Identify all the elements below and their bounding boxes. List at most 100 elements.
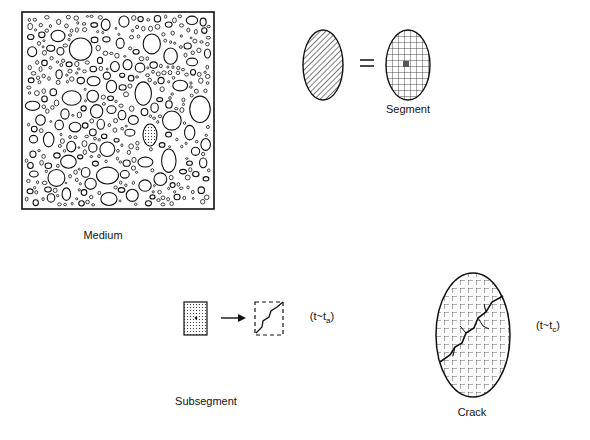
grain	[187, 186, 189, 189]
grain	[158, 115, 162, 118]
grain	[96, 45, 100, 50]
grain	[180, 169, 187, 174]
grain	[162, 71, 166, 75]
grain	[159, 64, 162, 67]
grain	[119, 104, 123, 107]
grain	[164, 39, 167, 42]
grain	[103, 37, 110, 42]
subscript: a	[326, 316, 330, 325]
grain	[171, 31, 174, 35]
grain	[89, 129, 96, 136]
grain	[40, 160, 44, 165]
subscript: c	[552, 325, 556, 334]
grain	[119, 161, 122, 163]
grain	[129, 47, 132, 50]
grain	[174, 42, 176, 44]
grain	[51, 106, 55, 110]
grain	[118, 33, 120, 35]
grain	[48, 169, 65, 186]
grain	[25, 159, 28, 162]
label: )	[330, 310, 334, 322]
label: (t~t	[536, 319, 552, 331]
grain	[158, 190, 162, 194]
grain	[179, 24, 183, 27]
grain	[200, 41, 203, 43]
grain	[82, 123, 88, 128]
grain	[39, 129, 43, 133]
grain	[38, 81, 41, 84]
grain	[83, 150, 86, 155]
grain	[117, 149, 120, 152]
grain	[91, 105, 103, 118]
grain	[154, 173, 167, 186]
grain	[115, 27, 117, 29]
grain	[66, 15, 70, 18]
grain	[85, 61, 89, 64]
grain	[114, 186, 117, 189]
grain	[100, 142, 115, 156]
grain	[39, 32, 45, 38]
grain	[87, 90, 98, 102]
grain	[152, 191, 154, 193]
grain	[78, 189, 80, 191]
grain	[36, 76, 39, 79]
grain	[185, 175, 190, 180]
grain	[190, 96, 210, 122]
grain	[105, 160, 107, 163]
crack-line	[256, 302, 283, 333]
grain	[187, 28, 190, 32]
grain	[60, 139, 64, 144]
grain	[85, 100, 87, 102]
grain	[169, 175, 173, 179]
grain	[130, 35, 134, 39]
grain	[113, 128, 117, 132]
grain	[123, 60, 132, 70]
grain	[129, 144, 134, 149]
grain	[61, 155, 77, 168]
grain	[168, 81, 170, 83]
grain	[78, 147, 80, 149]
grain	[151, 169, 154, 172]
label-group: Subsegment	[175, 394, 237, 408]
grain	[204, 89, 207, 93]
grain	[206, 42, 210, 46]
grain	[83, 70, 87, 73]
grain	[77, 22, 79, 25]
grain	[116, 157, 118, 160]
grain	[177, 66, 180, 69]
grain	[125, 184, 127, 187]
grain	[136, 147, 139, 150]
crack-line	[440, 296, 503, 362]
grain	[27, 189, 33, 194]
grain	[35, 191, 38, 194]
grain	[53, 188, 57, 192]
grain	[85, 135, 89, 137]
grain	[63, 44, 67, 47]
grain	[82, 23, 86, 26]
grain	[148, 78, 152, 82]
grain	[58, 144, 61, 147]
grain	[161, 203, 165, 206]
grain	[186, 16, 197, 24]
grain	[101, 95, 105, 99]
equals-sign	[360, 60, 374, 66]
grain	[57, 48, 64, 55]
grain	[69, 175, 72, 178]
grain	[139, 180, 151, 191]
grain	[147, 67, 149, 69]
grain	[201, 199, 205, 204]
grain	[82, 141, 87, 147]
grain	[124, 92, 129, 97]
grain	[115, 100, 117, 103]
grain	[185, 73, 189, 76]
grain	[206, 36, 210, 39]
grain	[55, 120, 63, 130]
grain	[160, 87, 164, 92]
grain	[171, 93, 174, 95]
grain	[150, 62, 157, 68]
grain	[90, 66, 96, 72]
grain	[56, 80, 60, 84]
grain	[30, 171, 39, 177]
grains	[25, 15, 210, 206]
grain	[125, 129, 135, 136]
